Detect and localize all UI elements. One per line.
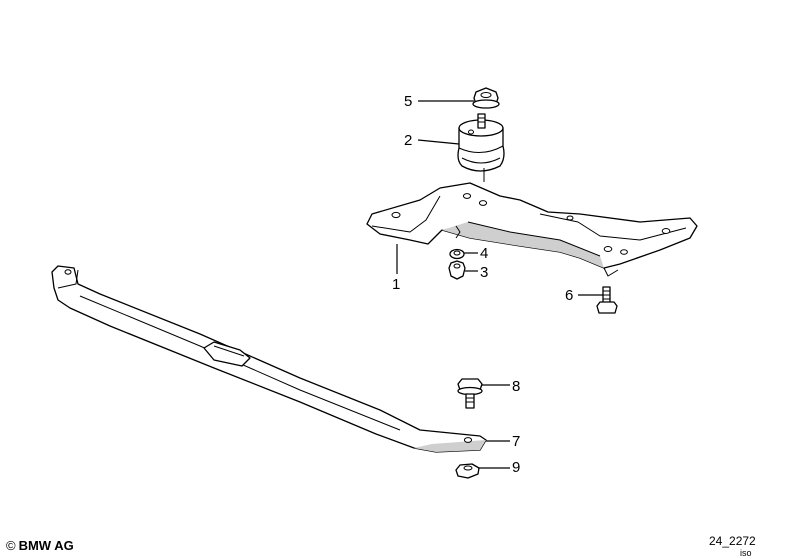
rubber-mount-part-2 [457, 113, 505, 182]
washer-part-4 [449, 248, 465, 260]
copyright-symbol: © [6, 538, 16, 553]
bolt-part-8 [457, 378, 483, 409]
callout-3: 3 [480, 264, 488, 281]
crossmember-part-1 [366, 182, 698, 277]
callout-7: 7 [512, 433, 520, 450]
callout-2: 2 [404, 132, 412, 149]
nut-part-3 [448, 260, 466, 280]
bolt-part-6 [596, 286, 618, 314]
callout-4: 4 [480, 245, 488, 262]
callout-9: 9 [512, 459, 520, 476]
diagram-view-suffix: iso [740, 548, 752, 558]
diagram-reference: 24_2272 [709, 534, 756, 548]
leader-line-2 [417, 139, 460, 145]
callout-8: 8 [512, 378, 520, 395]
brace-part-7 [51, 265, 487, 453]
nut-part-9 [455, 463, 480, 479]
callout-6: 6 [565, 287, 573, 304]
callout-5: 5 [404, 93, 412, 110]
copyright-notice: ©BMW AG [6, 538, 74, 553]
callout-1: 1 [392, 276, 400, 293]
nut-part-5 [472, 87, 500, 109]
copyright-text: BMW AG [18, 538, 74, 553]
